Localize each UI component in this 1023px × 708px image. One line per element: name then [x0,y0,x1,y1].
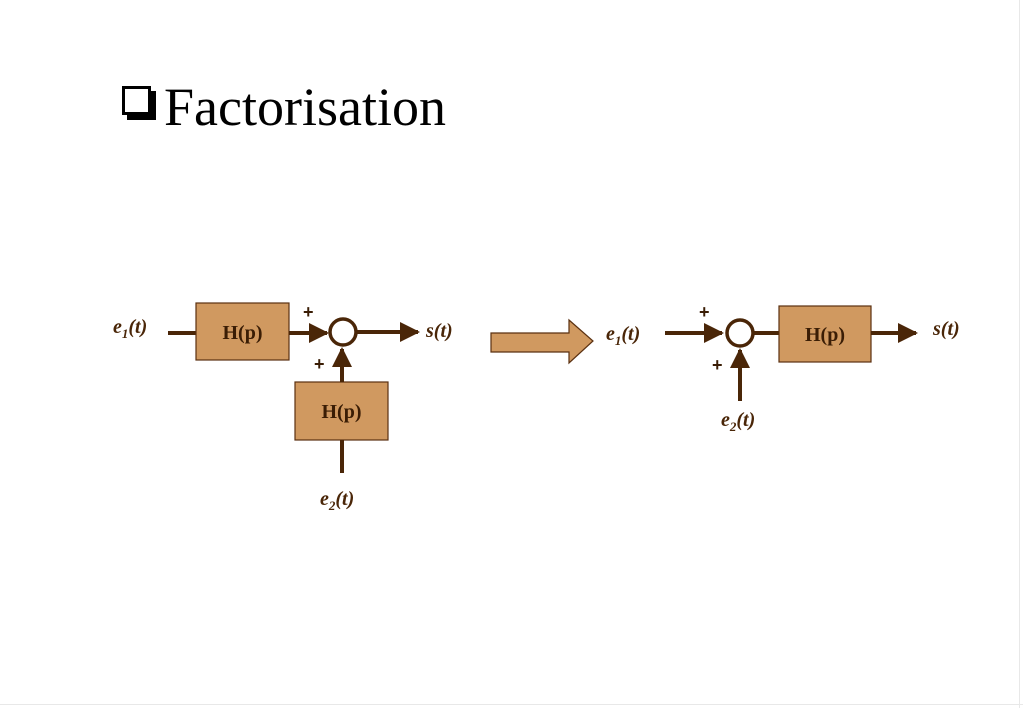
slide-right-border [1019,0,1020,708]
right-block [778,305,872,363]
slide-title: Factorisation [122,72,446,142]
left-input2-label: e2(t) [320,488,354,513]
right-arrow-icon [490,318,594,365]
right-summing-junction [725,318,755,348]
left-sum-sign-top: + [303,302,314,322]
right-block-label: H(p) [805,324,845,346]
left-output-label: s(t) [425,320,453,342]
diagram-left: e1(t) H(p) s(t) + + H(p) e2( [113,302,453,513]
right-output-label: s(t) [932,318,960,340]
left-block-top-label: H(p) [223,322,263,344]
right-input2-label: e2(t) [721,409,755,434]
right-sum-sign-bottom: + [712,355,723,375]
left-summing-junction [328,317,358,347]
left-block-top [195,302,290,361]
square-bullet-icon [122,86,160,124]
right-sum-sign-top: + [699,302,710,322]
left-block-bottom-label: H(p) [322,401,362,423]
slide-bottom-border [0,704,1023,705]
title-text: Factorisation [164,77,446,137]
diagram-right: e1(t) + + H(p) s(t) e2(t) [606,302,960,434]
right-input1-label: e1(t) [606,323,640,348]
left-input1-label: e1(t) [113,316,147,341]
left-sum-sign-bottom: + [314,354,325,374]
